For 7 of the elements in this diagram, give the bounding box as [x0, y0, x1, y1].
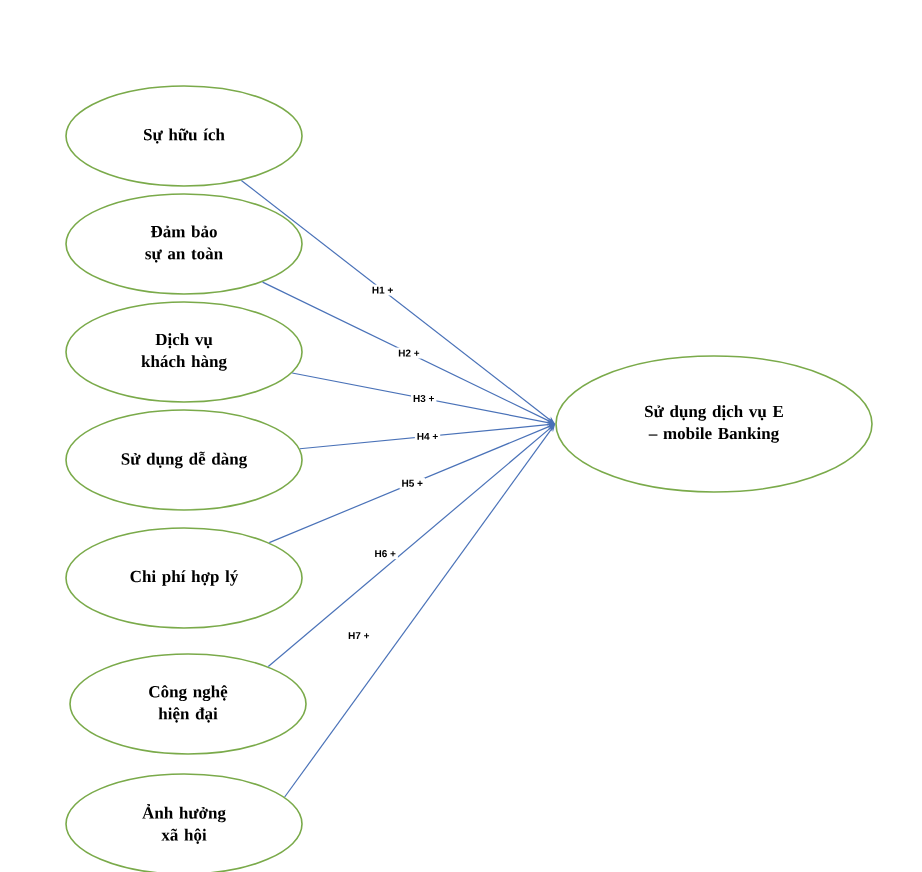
ellipse-node: Sử dụng dễ dàng [65, 409, 303, 511]
ellipse-node: Sử dụng dịch vụ E – mobile Banking [555, 355, 873, 493]
ellipse-node: Công nghệ hiện đại [69, 653, 307, 755]
ellipse-node: Đảm bảo sự an toàn [65, 193, 303, 295]
ellipse-node: Sự hữu ích [65, 85, 303, 187]
ellipse-node: Dịch vụ khách hàng [65, 301, 303, 403]
ellipse-node: Chi phí hợp lý [65, 527, 303, 629]
